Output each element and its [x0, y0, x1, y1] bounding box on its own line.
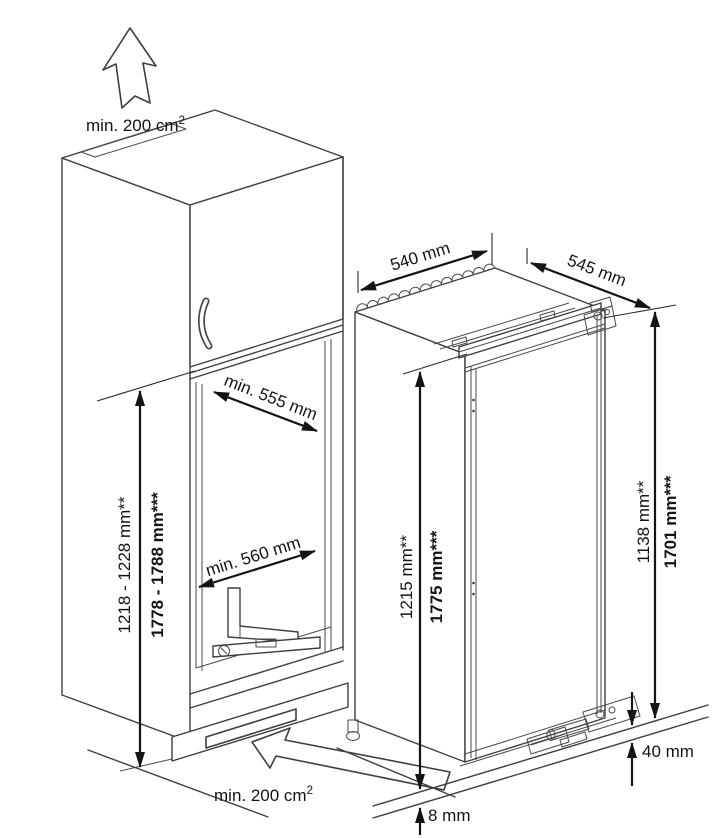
fridge-door-right-trim [596, 311, 602, 714]
airflow-up-arrow-icon [102, 27, 157, 109]
bottom-vent-label: min. 200 cm2 [214, 785, 313, 805]
cabinet-top-vent-slot [80, 123, 187, 158]
fridge-width-label: 540 mm [388, 238, 452, 274]
dim-door-height: 1138 mm** 1701 mm*** [634, 311, 680, 719]
fridge-center-bracket [526, 726, 570, 755]
fridge-door-top-gap [464, 323, 606, 373]
hinge-clearance-label: 40 mm [642, 742, 694, 761]
fridge-bottom-hinge [546, 695, 641, 748]
floor-line-upper [372, 704, 709, 807]
built-in-fridge [346, 263, 641, 767]
fridge-door-bottom-gap [459, 709, 617, 767]
floor-line-lower [372, 716, 709, 819]
floor-gap-label: 8 mm [428, 806, 471, 825]
appliance-niche [189, 156, 344, 709]
cabinet-side-panel [61, 157, 191, 743]
niche-left-wall [195, 382, 203, 671]
dim-niche-height: 1218 - 1228 mm** 1778 - 1788 mm*** [96, 370, 196, 768]
tall-cabinet [61, 109, 349, 818]
mounting-rail [212, 636, 321, 658]
fridge-door-left-trim [470, 366, 477, 760]
plinth-vent-slot [205, 708, 297, 749]
niche-height-standard-label: 1218 - 1228 mm** [115, 496, 134, 633]
floor-edge-fridge [336, 747, 456, 798]
fridge-depth-label: 545 mm [565, 251, 629, 291]
cabinet-door-gap [189, 324, 344, 380]
floor-edge-left [87, 749, 269, 818]
cabinet-plinth [87, 682, 349, 818]
niche-height-tall-label: 1778 - 1788 mm*** [148, 492, 167, 638]
floor-lines [336, 704, 709, 819]
fridge-rear-foot [346, 719, 360, 741]
appliance-height-tall-label: 1775 mm*** [427, 530, 446, 623]
niche-right-wall [324, 339, 332, 652]
niche-bottom-board [189, 646, 344, 709]
door-height-tall-label: 1701 mm*** [661, 475, 680, 568]
mounting-bracket [227, 587, 299, 643]
niche-depth-label: min. 555 mm [222, 371, 320, 424]
dim-appliance-height: 1215 mm** 1775 mm*** [397, 353, 468, 790]
fridge-door [464, 309, 606, 763]
dim-niche-depth: min. 555 mm [213, 371, 320, 433]
appliance-height-standard-label: 1215 mm** [397, 535, 416, 619]
fridge-screw-holes [472, 398, 475, 596]
niche-width-label: min. 560 mm [203, 533, 302, 580]
door-handle-icon [198, 297, 213, 350]
dim-floor-gap: 8 mm [415, 806, 471, 835]
dim-hinge-clearance: 40 mm [627, 692, 694, 786]
top-vent-label: min. 200 cm2 [86, 115, 185, 135]
dim-niche-width: min. 560 mm [198, 533, 316, 589]
door-height-standard-label: 1138 mm** [634, 480, 653, 563]
